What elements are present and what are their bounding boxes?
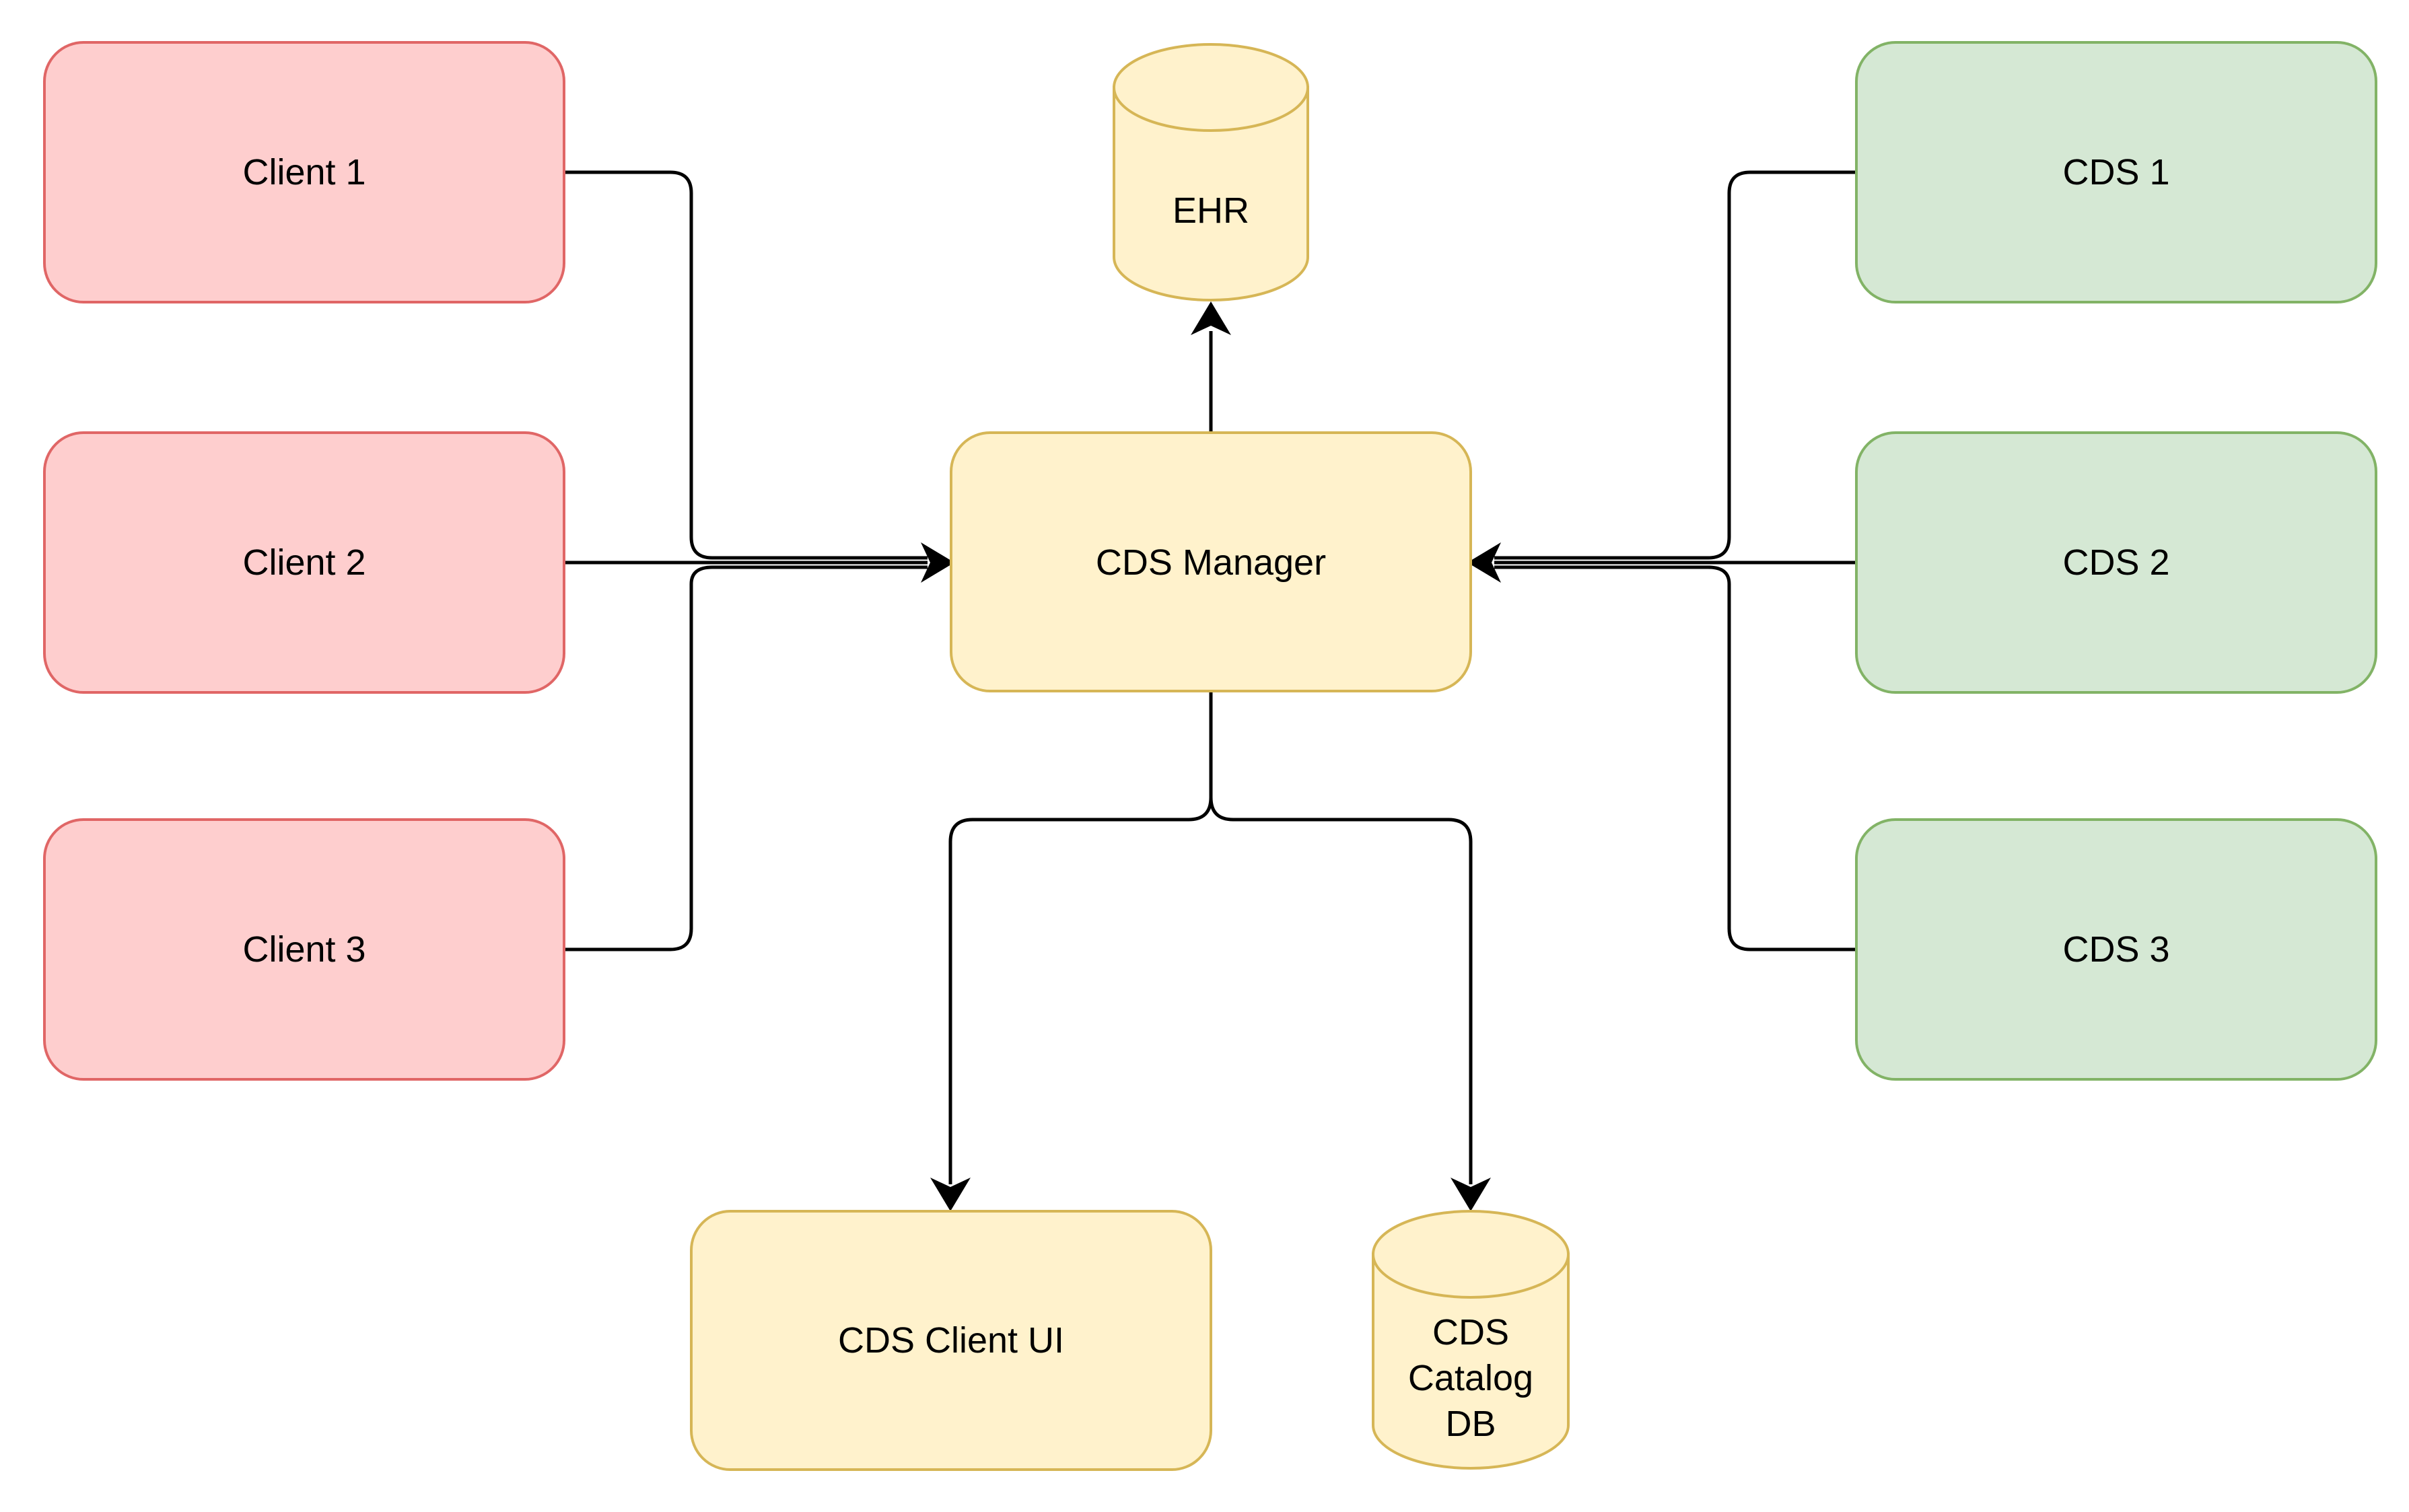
node-client-1[interactable]: Client 1 [43, 41, 565, 303]
node-label: CDS 1 [2062, 152, 2169, 192]
node-label: Client 2 [242, 542, 365, 583]
node-label-line-2: Catalog [1408, 1358, 1533, 1398]
node-label: EHR [1173, 190, 1249, 231]
edge-client1-to-manager [564, 170, 928, 560]
edge-client3-to-manager [564, 565, 928, 951]
node-label: CDS 2 [2062, 542, 2169, 583]
node-cds-3[interactable]: CDS 3 [1855, 818, 2377, 1081]
node-label: CDS 3 [2062, 929, 2169, 970]
node-cds-catalog-db[interactable]: CDS Catalog DB [1372, 1210, 1570, 1470]
node-label-line-1: CDS [1432, 1312, 1509, 1353]
edge-cds3-to-manager [1494, 565, 1856, 951]
arrowhead-catalog-db [1451, 1178, 1491, 1211]
edge-cds1-to-manager [1494, 170, 1856, 560]
node-cds-manager[interactable]: CDS Manager [950, 431, 1472, 692]
node-label: Client 3 [242, 929, 365, 970]
edge-manager-to-catalog-db [1209, 797, 1473, 1184]
arrowhead-client-ui [930, 1178, 971, 1211]
arrowhead-ehr [1191, 301, 1231, 335]
node-label-line-3: DB [1445, 1404, 1496, 1444]
node-label: Client 1 [242, 152, 365, 192]
edge-manager-to-client-ui [948, 691, 1213, 1184]
node-client-2[interactable]: Client 2 [43, 431, 565, 694]
arrowhead-manager-left [921, 542, 954, 583]
node-ehr-database[interactable]: EHR [1113, 43, 1309, 301]
node-label: CDS Manager [1096, 542, 1326, 583]
node-cds-1[interactable]: CDS 1 [1855, 41, 2377, 303]
arrowhead-manager-right [1467, 542, 1501, 583]
node-label: CDS Client UI [838, 1320, 1064, 1361]
node-client-3[interactable]: Client 3 [43, 818, 565, 1081]
node-cds-2[interactable]: CDS 2 [1855, 431, 2377, 694]
node-cds-client-ui[interactable]: CDS Client UI [690, 1210, 1212, 1471]
